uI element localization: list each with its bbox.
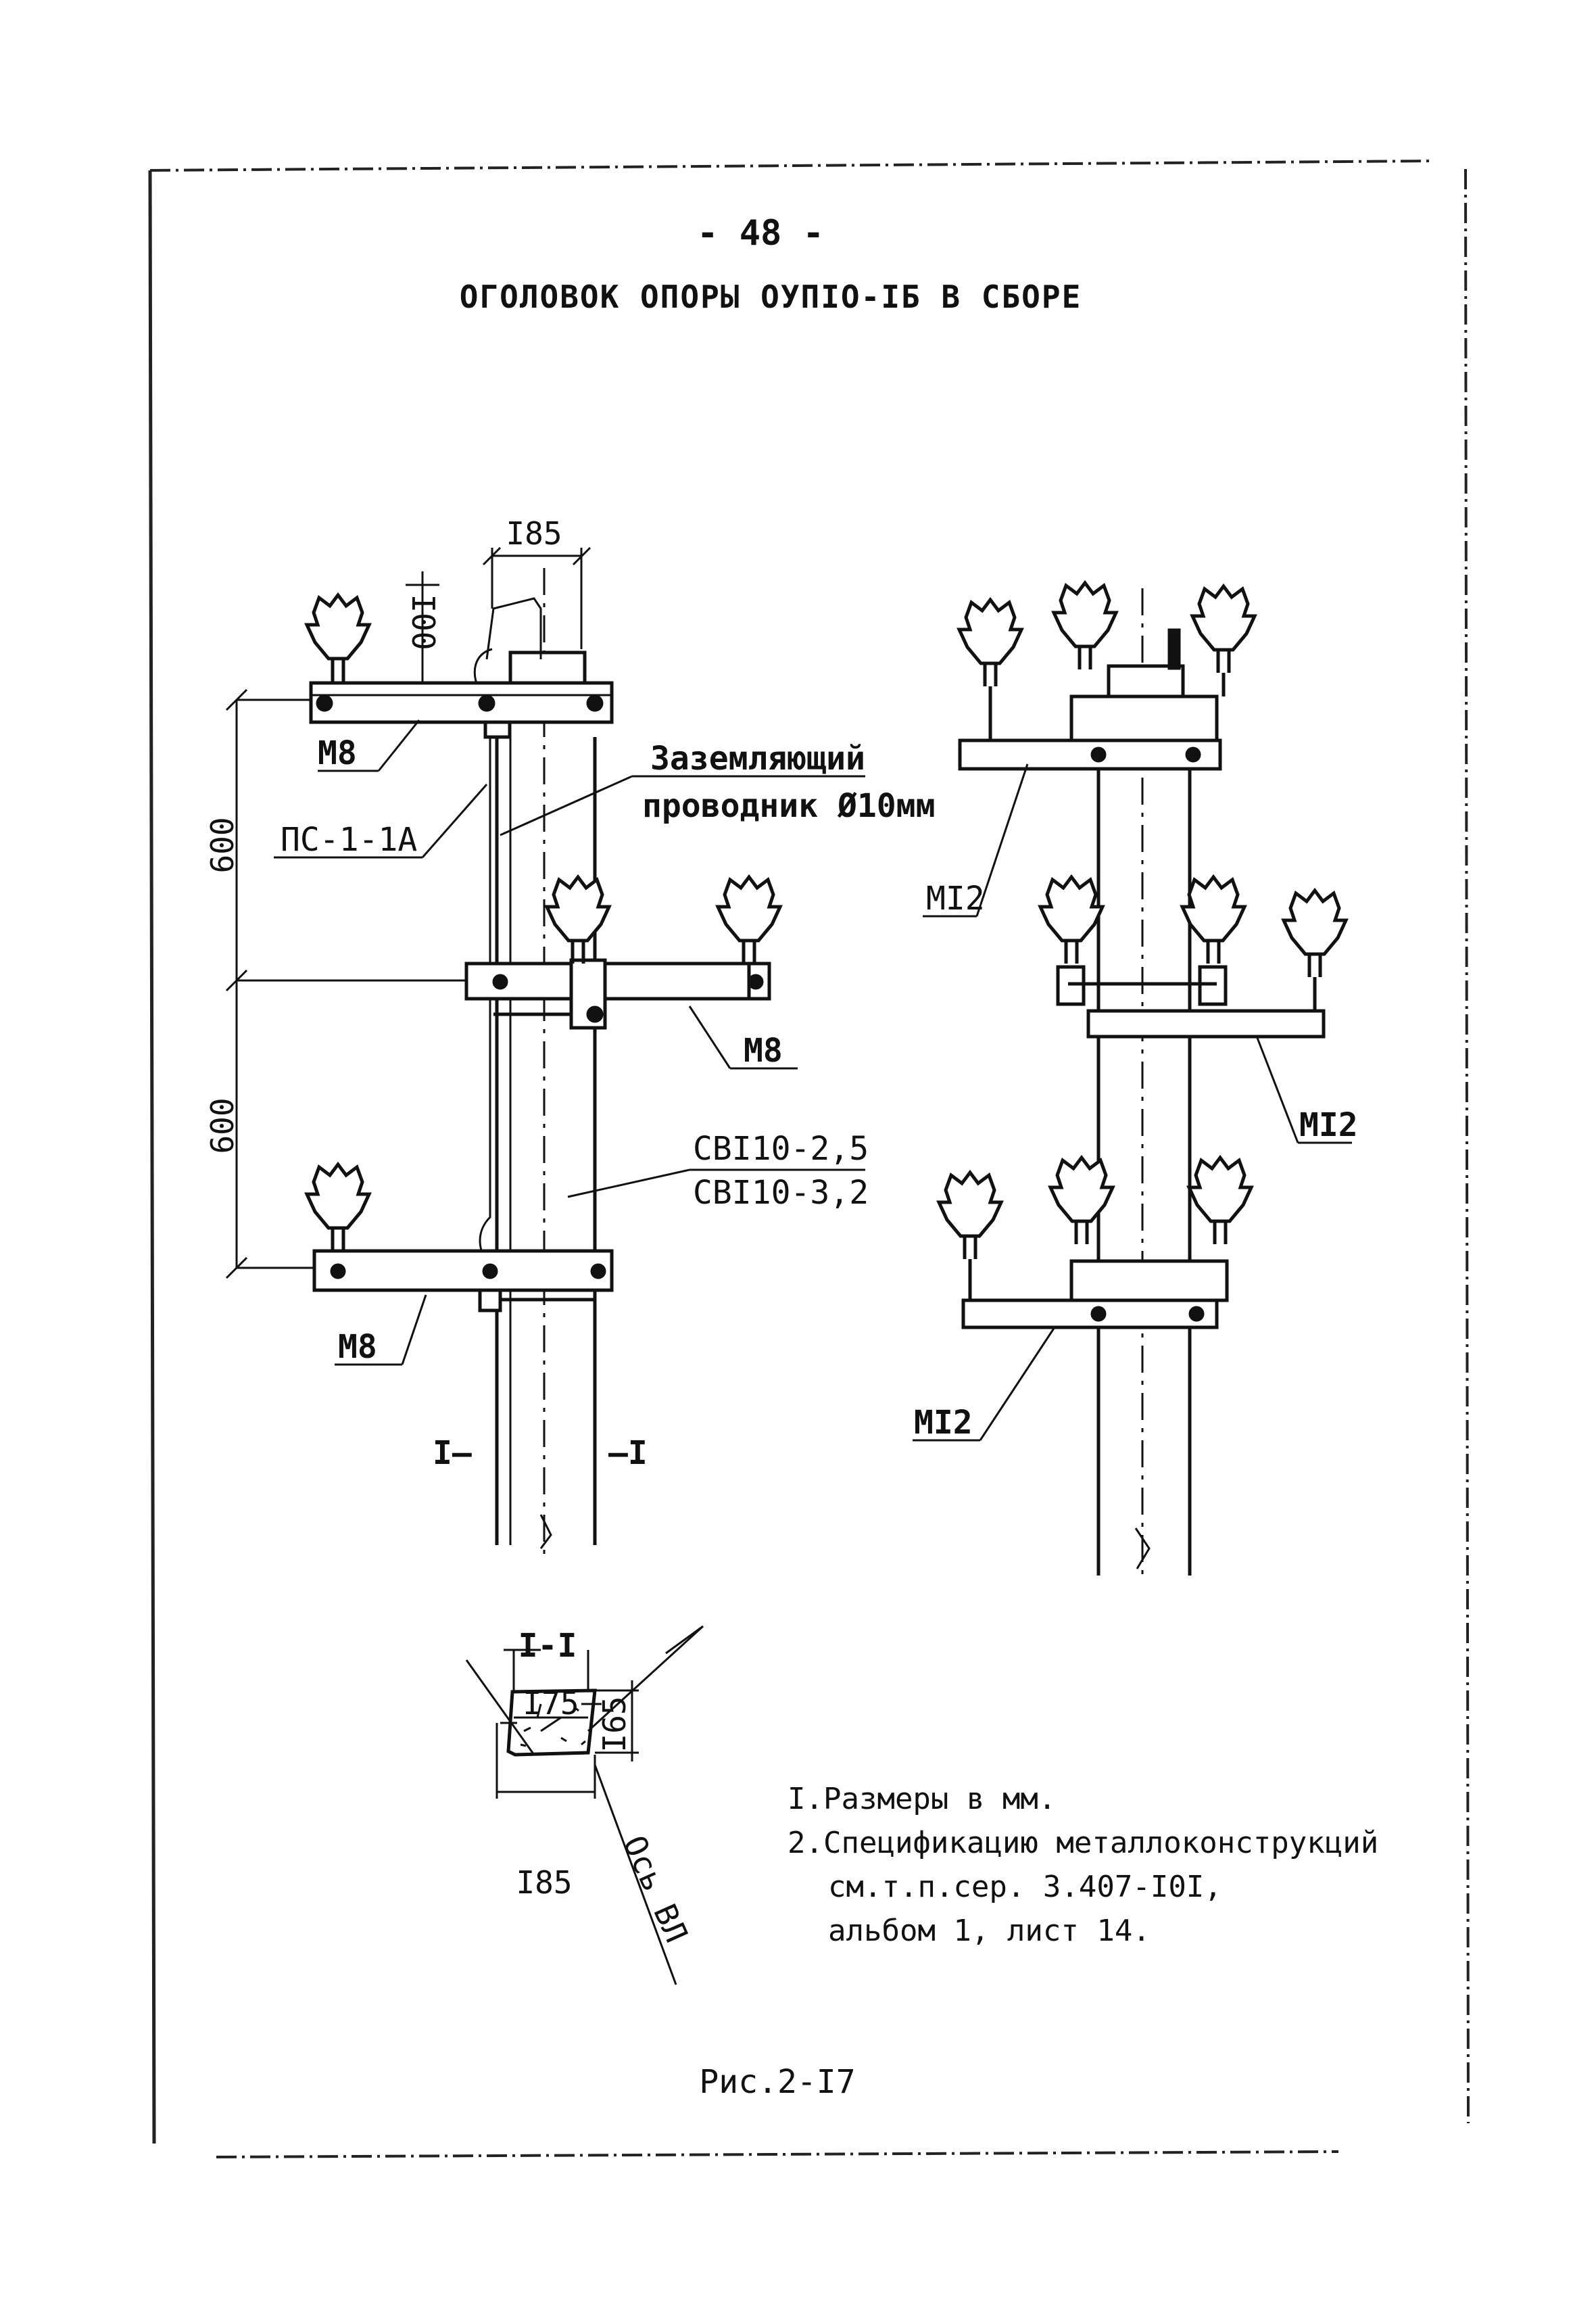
drawing-title: ОГОЛОВОК ОПОРЫ ОУПIО-IБ В СБОРЕ [460, 279, 1082, 315]
right-middle-crossarm [1040, 877, 1346, 1039]
section-mark-right: —I [608, 1434, 648, 1472]
section-top-width: I75 [523, 1685, 579, 1722]
label-right-top: MI2 [926, 880, 985, 918]
page-number: - 48 - [697, 213, 824, 254]
section-bottom-width: I85 [516, 1864, 572, 1901]
right-leaders [913, 763, 1352, 1442]
bottom-crossarm [307, 1164, 614, 1312]
grounding-wire [479, 730, 491, 1278]
label-right-middle: MI2 [1299, 1106, 1358, 1144]
dim-insulator-height: I00 [405, 594, 441, 650]
right-elevation-view: MI2 MI2 MI2 [913, 583, 1358, 1576]
right-top-crossarm [959, 583, 1255, 771]
dim-spacing-upper: 600 [204, 817, 241, 873]
left-leaders [274, 719, 865, 1366]
label-pole-type-2: СВI10-3,2 [693, 1174, 869, 1212]
section-view [465, 1625, 704, 1985]
left-dimensions [225, 546, 591, 1279]
section-mark-left: I— [433, 1434, 472, 1472]
section-title: I-I [518, 1627, 577, 1665]
label-top-bracket: M8 [318, 734, 357, 772]
left-elevation-view: I85 I00 600 600 M8 ПС-1-1А Заземляющий п… [204, 515, 935, 1555]
notes-block: I.Размеры в мм. 2.Спецификацию металлоко… [788, 1782, 1378, 1948]
middle-crossarm [464, 877, 780, 1030]
label-pole-type-1: СВI10-2,5 [693, 1130, 869, 1168]
page-frame [148, 160, 1470, 2158]
note-2-cont-1: см.т.п.сер. 3.407-I0I, [828, 1870, 1222, 1904]
figure-caption: Рис.2-I7 [699, 2063, 855, 2101]
label-insulator-type: ПС-1-1А [281, 821, 417, 859]
dim-top-width: I85 [506, 515, 562, 552]
label-bottom-bracket: M8 [338, 1328, 377, 1366]
label-grounding-line1: Заземляющий [650, 740, 865, 778]
right-bottom-crossarm [939, 1158, 1251, 1329]
section-axis-label: Ось ВЛ [616, 1830, 695, 1948]
label-middle-bracket: M8 [744, 1032, 783, 1070]
section-height: I65 [596, 1696, 633, 1752]
note-2-cont-2: альбом 1, лист 14. [828, 1914, 1151, 1948]
label-right-bottom: MI2 [914, 1404, 973, 1442]
top-crossarm [307, 595, 614, 739]
note-1: I.Размеры в мм. [788, 1782, 1056, 1816]
note-2: 2.Спецификацию металлоконструкций [788, 1826, 1378, 1860]
label-grounding-line2: проводник Ø10мм [642, 787, 935, 825]
dim-spacing-lower: 600 [204, 1097, 241, 1154]
